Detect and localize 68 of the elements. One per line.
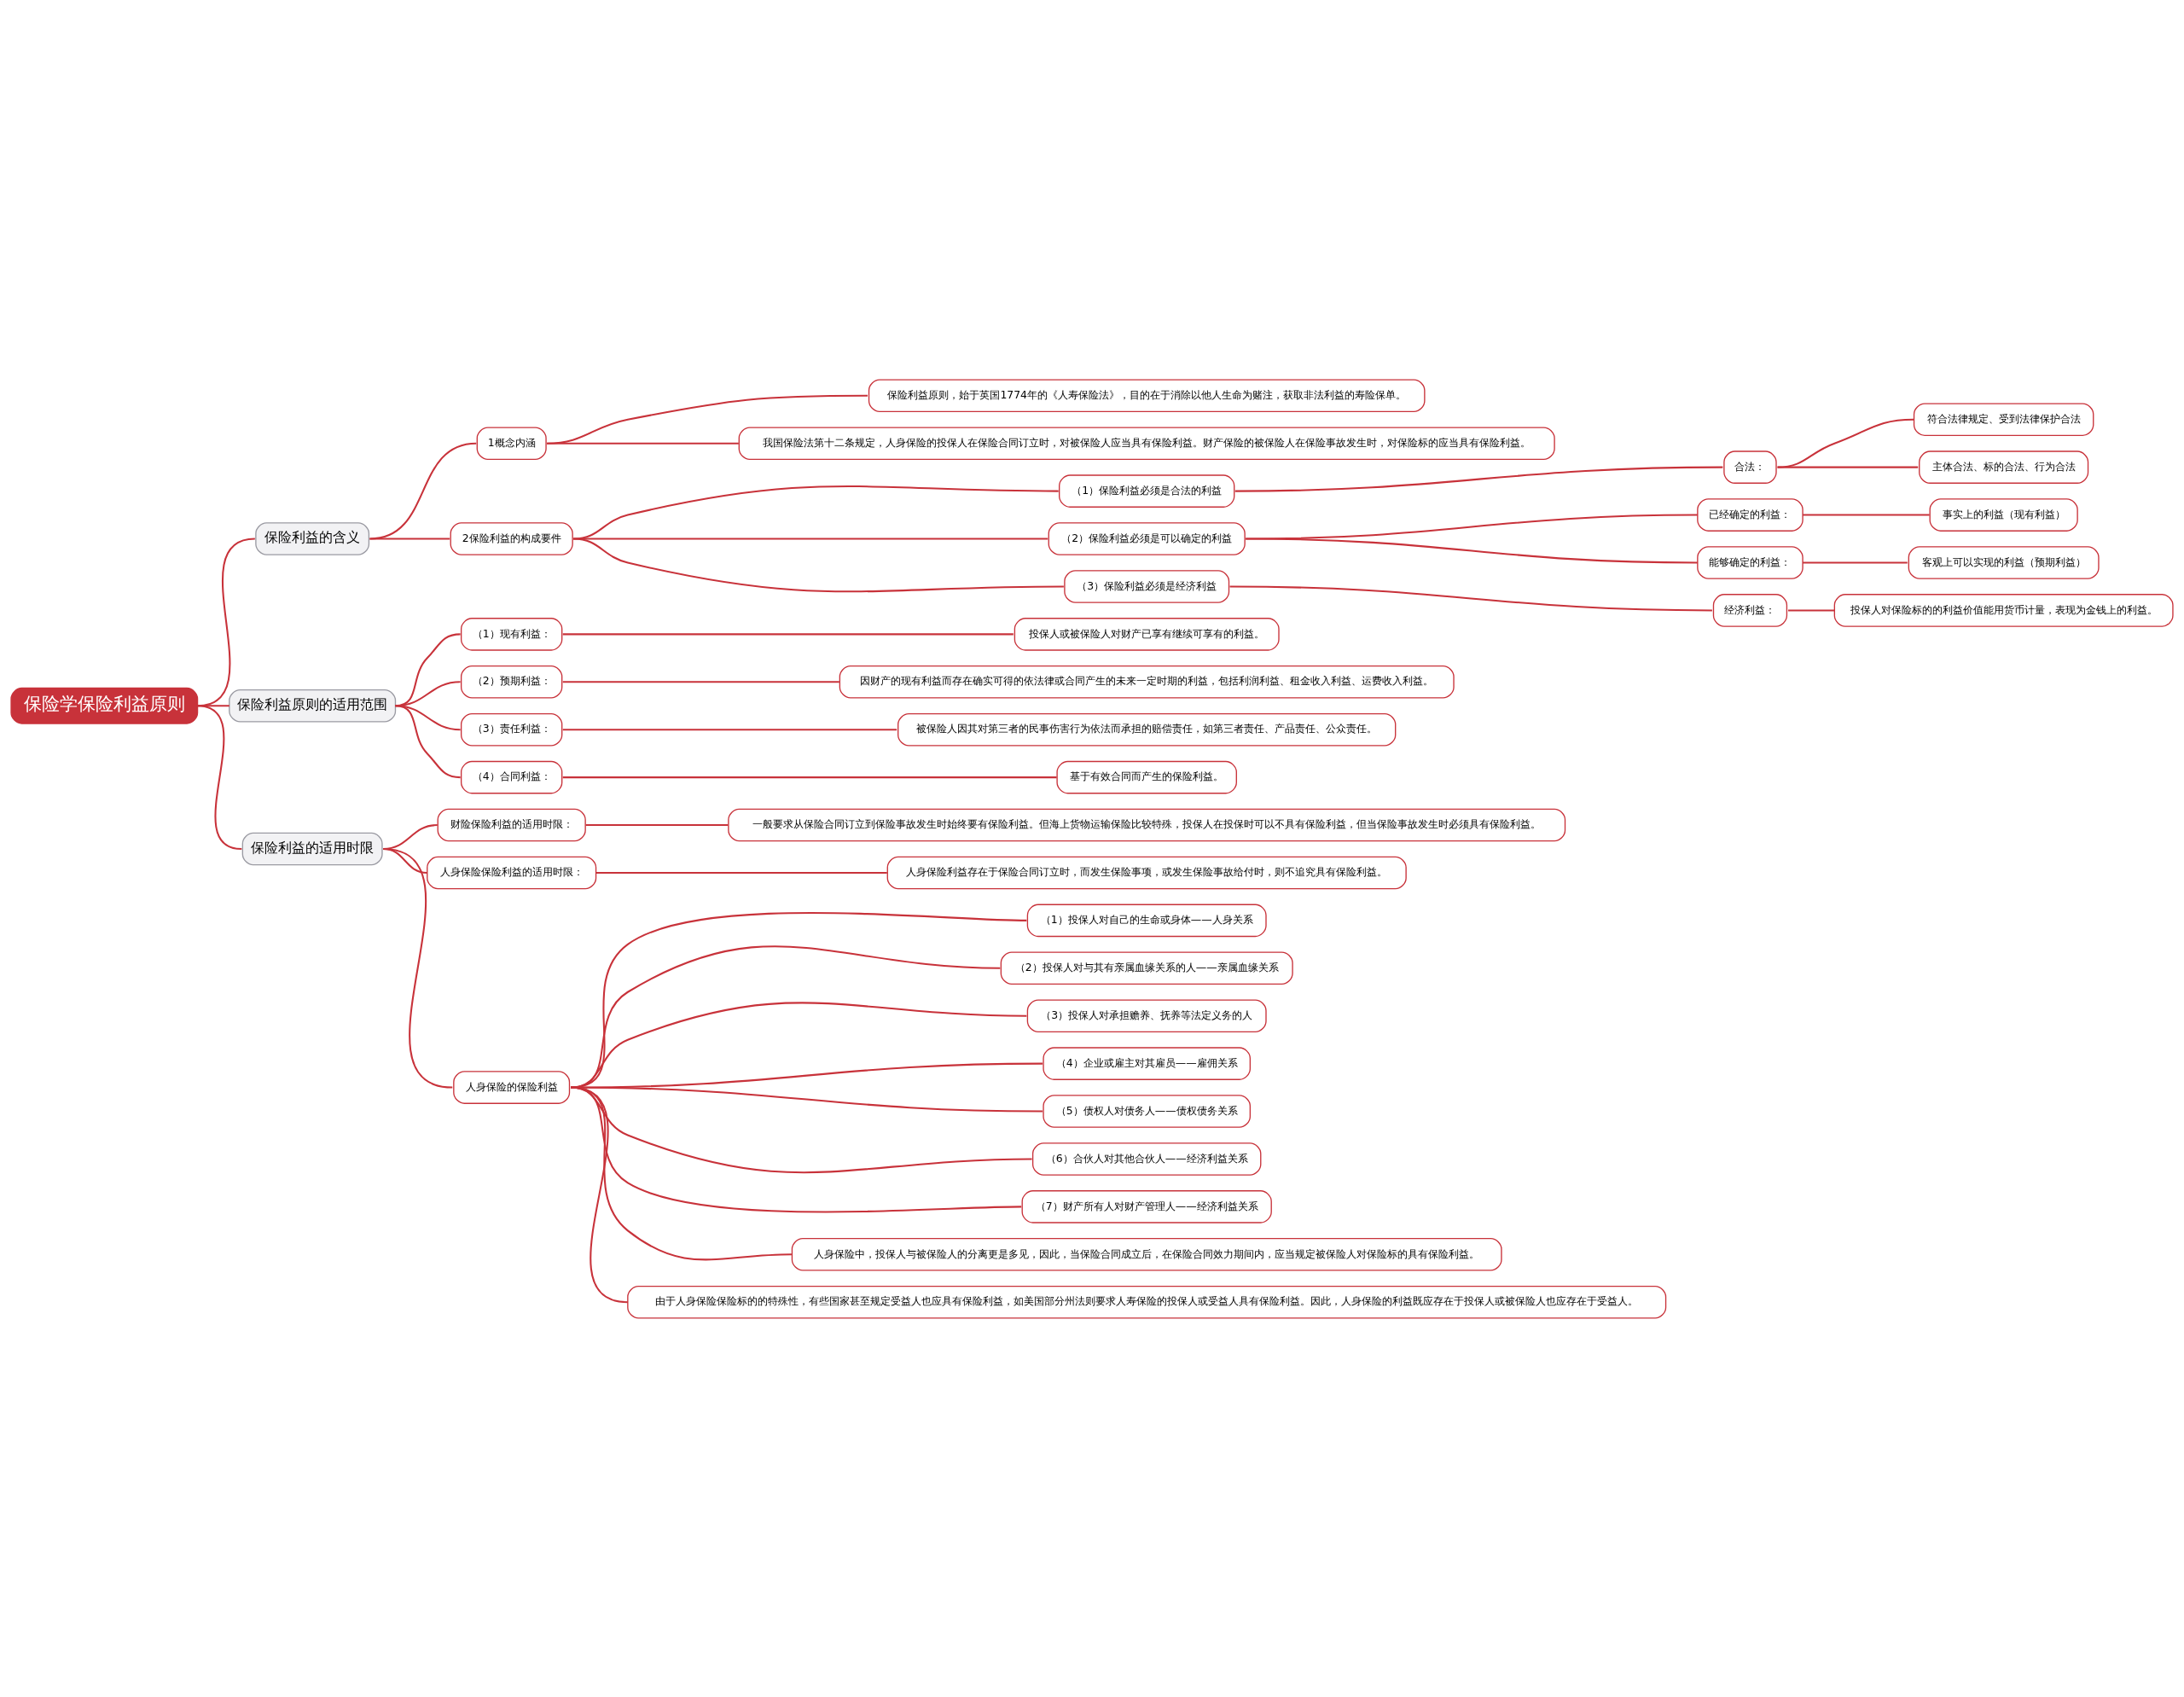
node-box: （3）责任利益： [460,712,563,746]
node-box: （1）保险利益必须是合法的利益 [1059,474,1235,508]
node-box: （6）合伙人对其他合伙人——经济利益关系 [1031,1142,1262,1176]
connector [573,538,1064,592]
node-box: （3）保险利益必须是经济利益 [1064,569,1230,603]
node-box: （2）保险利益必须是可以确定的利益 [1048,521,1246,555]
node-box: （5）债权人对债务人——债权债务关系 [1043,1094,1252,1128]
connector [1803,514,1930,516]
node-box: 合法： [1723,450,1777,484]
connector [1777,466,1919,468]
node-box: 被保险人因其对第三者的民事伤害行为依法而承担的赔偿责任，如第三者责任、产品责任、公众责任。 [897,712,1397,746]
node-box: 一般要求从保险合同订立到保险事故发生时始终要有保险利益。但海上货物运输保险比较特殊，投保人在投保时可以不具有保险利益，但当保险事故发生时必须具有保险利益。 [728,808,1566,841]
node-box: （4）企业或雇主对其雇员——雇佣关系 [1043,1046,1252,1080]
node-box: 保险利益原则，始于英国1774年的《人寿保险法》，目的在于消除以他人生命为赌注，获取非法利益的寿险保单。 [868,378,1426,412]
node-box: 投保人或被保险人对财产已享有继续可享有的利益。 [1014,617,1280,651]
connector [1234,466,1723,492]
node-box: 事实上的利益（现有利益） [1929,497,2078,532]
connector [595,871,887,874]
node-box: 投保人对保险标的的利益价值能用货币计量，表现为金钱上的利益。 [1833,593,2174,627]
connector [1246,514,1698,540]
connector [1803,561,1908,564]
node-box: 因财产的现有利益而存在确实可得的依法律或合同产生的未来一定时期的利益，包括利润利益、租金收入利益、运费收入利益。 [839,665,1455,699]
node-box: （1）投保人对自己的生命或身体——人身关系 [1026,904,1267,937]
connector [547,394,868,445]
connector [573,485,1059,540]
node-box: 我国保险法第十二条规定，人身保险的投保人在保险合同订立时，对被保险人应当具有保险利益。财产保险的被保险人在保险事故发生时，对保险标的应当具有保险利益。 [738,426,1555,460]
node-box: 财险保险利益的适用时限： [437,808,586,841]
node-box: （3）投保人对承担赡养、抚养等法定义务的人 [1026,998,1267,1032]
node-box: 1概念内涵 [476,426,547,460]
node-box: 保险利益的适用时限 [241,832,383,865]
node-box: 由于人身保险保险标的的特殊性，有些国家甚至规定受益人也应具有保险利益，如美国部分州法则要求人寿保险的投保人或受益人具有保险利益。因此，人身保险的利益既应存在于投保人或被保险人也应存在于受益人。 [627,1285,1667,1319]
connector [382,847,453,1089]
connector [562,632,1014,635]
node-box: 客观上可以实现的利益（预期利益） [1908,545,2100,579]
connector [197,704,242,850]
node-box: （7）财产所有人对财产管理人——经济利益关系 [1021,1189,1272,1223]
connector [573,538,1048,540]
connector [1229,584,1712,611]
node-box: 经济利益： [1712,593,1788,627]
node-box: 已经确定的利益： [1697,497,1804,532]
node-box: 保险学保险利益原则 [10,687,199,724]
node-box: （1）现有利益： [460,617,563,651]
node-box: （4）合同利益： [460,760,563,793]
node-box: 人身保险保险利益的适用时限： [427,856,597,889]
node-box: 基于有效合同而产生的保险利益。 [1056,760,1237,793]
connector [562,680,839,683]
connector [369,442,477,540]
node-box: （2）投保人对与其有亲属血缘关系的人——亲属血缘关系 [1000,951,1293,985]
node-box: 人身保险利益存在于保险合同订立时，而发生保险事项，或发生保险事故给付时，则不追究具有保险利益。 [886,856,1407,889]
node-box: 2保险利益的构成要件 [450,521,573,555]
node-box: 符合法律规定、受到法律保护合法 [1913,402,2094,436]
connector [1788,608,1835,611]
connector [562,728,897,730]
node-box: 能够确定的利益： [1697,545,1804,579]
connector [585,823,729,826]
connector [1777,418,1914,468]
connector [547,442,739,445]
connector [1246,538,1698,564]
connector [570,1086,629,1303]
node-box: 主体合法、标的合法、行为合法 [1919,450,2089,484]
connector [562,776,1057,778]
connector [369,538,450,540]
node-box: （2）预期利益： [460,665,563,699]
node-box: 人身保险的保险利益 [453,1070,571,1104]
node-box: 保险利益原则的适用范围 [229,689,397,723]
node-box: 保险利益的含义 [255,521,370,555]
node-box: 人身保险中，投保人与被保险人的分离更是多见，因此，当保险合同成立后，在保险合同效力期间内，应当规定被保险人对保险标的具有保险利益。 [791,1237,1502,1271]
connector [395,704,461,778]
